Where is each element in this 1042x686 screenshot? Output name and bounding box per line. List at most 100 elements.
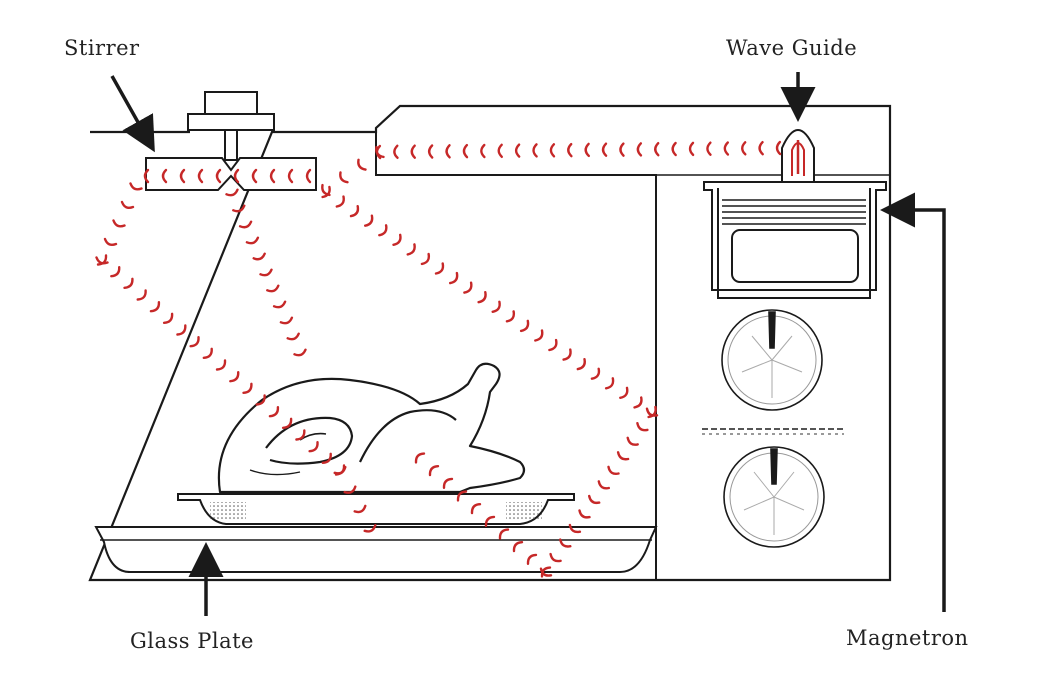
wave-arc [353, 504, 367, 514]
wave-arc [363, 524, 377, 533]
wave-arc [393, 144, 399, 159]
wave-arc [526, 553, 538, 565]
wave-arc [578, 509, 591, 519]
wave-arc [229, 371, 240, 383]
wave-arc [534, 329, 544, 342]
roast-chicken [217, 362, 526, 494]
wave-arc [706, 141, 712, 156]
wave-arc [112, 219, 126, 228]
wave-arc [480, 143, 486, 159]
wave-arc [588, 494, 601, 505]
wave-arc [120, 200, 135, 210]
wave-arc [375, 145, 385, 159]
wave-arc [252, 252, 266, 261]
wave-arc [343, 485, 357, 494]
wave-arc [189, 336, 200, 348]
wave-arc [449, 271, 459, 285]
wave-arc [293, 348, 307, 357]
wave-arc [232, 204, 246, 213]
wave-arc [420, 252, 431, 266]
wave-arc [456, 490, 468, 502]
wave-arc [626, 436, 639, 446]
wave-arc [607, 465, 620, 475]
wave-arc [654, 142, 660, 157]
wave-arc [549, 143, 556, 158]
wave-arc [378, 224, 388, 237]
wave-arc [597, 480, 610, 490]
wave-arc [519, 319, 530, 333]
microwave-wave-paths [95, 140, 782, 578]
wave-arc [590, 367, 601, 380]
serving-dish [177, 493, 575, 525]
wave-arc [567, 142, 573, 158]
stirrer-arrow [110, 75, 155, 153]
label-arrows [110, 72, 946, 616]
wave-arc [470, 503, 482, 515]
wave-arc [95, 256, 109, 265]
magnetron-arrow [880, 192, 946, 612]
wave-arc [123, 277, 134, 289]
wave-arc [110, 266, 121, 278]
magnetron-unit [703, 181, 887, 299]
wave-arc [179, 168, 186, 184]
wave-arc [308, 441, 319, 453]
power-dial-lower [723, 446, 825, 548]
wave-arc [143, 168, 150, 184]
wave-arc [568, 523, 582, 534]
wave-arc [259, 268, 273, 277]
wave-arc [197, 168, 204, 184]
wave-arc [406, 243, 416, 256]
label-magnetron: Magnetron [846, 626, 969, 650]
wave-arc [688, 141, 695, 157]
wave-arc [161, 168, 168, 184]
wave-arc [636, 142, 643, 157]
wave-arc [321, 185, 331, 199]
wave-arc [548, 338, 558, 352]
wave-arc [279, 316, 294, 325]
wave-arc [484, 515, 496, 527]
glass-plate [94, 526, 658, 573]
wave-arc [149, 301, 161, 313]
wave-arc [251, 168, 258, 184]
wave-arc [647, 405, 657, 419]
wave-arc [349, 205, 360, 218]
label-stirrer: Stirrer [64, 36, 140, 60]
wave-arc [268, 406, 280, 418]
wave-arc [305, 168, 312, 184]
wave-arc [129, 182, 143, 191]
label-wave-guide: Wave Guide [726, 36, 858, 60]
wave-arc [723, 141, 730, 156]
wave-arc [255, 394, 266, 406]
wave-arc [671, 141, 677, 157]
wave-arc [758, 141, 764, 156]
wave-arc [540, 566, 552, 578]
wave-arc [477, 291, 487, 304]
wave-arc [287, 168, 294, 184]
wave-arc [601, 142, 608, 157]
wave-arc [245, 236, 260, 245]
wave-arc [242, 382, 253, 394]
wave-arc [96, 254, 108, 266]
wave-arc [616, 451, 630, 461]
wave-arc [103, 237, 118, 247]
wave-arc [410, 144, 416, 159]
wave-arc [463, 281, 473, 294]
wave-arc [775, 140, 782, 156]
wave-arc [272, 300, 287, 309]
control-strip [702, 428, 844, 435]
stirrer-fan [145, 91, 317, 191]
wave-arc [162, 312, 174, 324]
wave-arc [741, 141, 747, 156]
wave-arc [357, 158, 367, 171]
wave-arc [562, 348, 572, 361]
wave-arc [215, 359, 227, 371]
wave-arc [392, 233, 402, 246]
wave-arc [619, 142, 625, 157]
wave-arc [176, 324, 187, 336]
wave-arc [269, 168, 276, 184]
wave-arc [559, 538, 572, 548]
wave-arc [442, 477, 454, 489]
wave-arc [619, 386, 629, 399]
timer-dial-upper [721, 309, 823, 411]
